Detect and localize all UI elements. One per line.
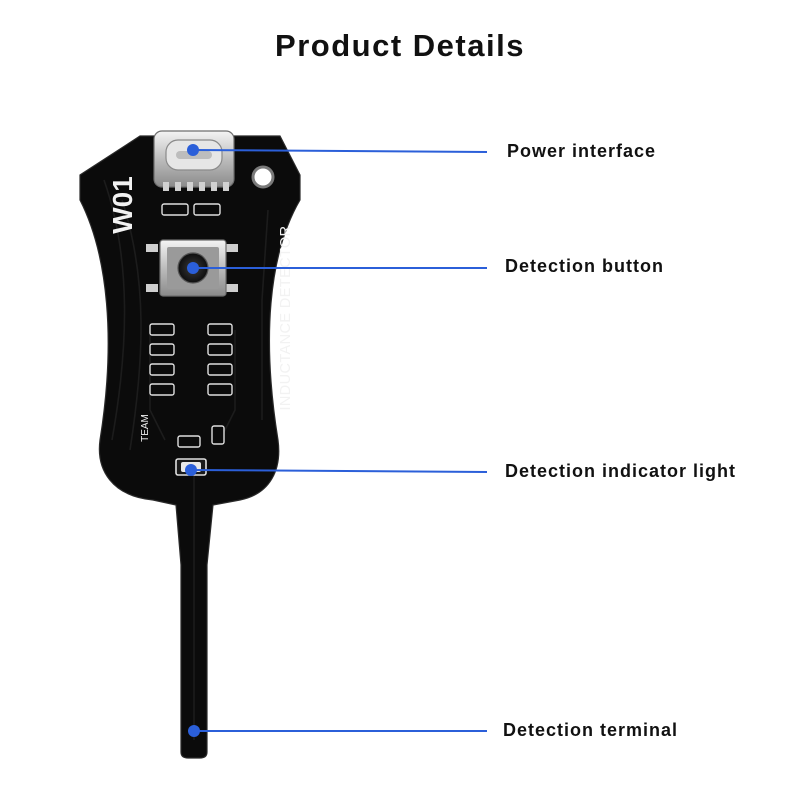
usb-c-connector — [153, 130, 235, 191]
board-team-text: TEAM — [140, 414, 151, 442]
mounting-hole — [251, 165, 275, 189]
board-model-text: W01 — [107, 176, 138, 234]
leader-dot-power — [187, 144, 199, 156]
leader-lines — [190, 149, 488, 732]
callout-label-detection-terminal: Detection terminal — [503, 720, 679, 740]
pcb-traces — [103, 179, 269, 740]
smd-components-middle — [149, 323, 233, 448]
leader-dot-button — [187, 262, 199, 274]
leader-line-indicator — [190, 469, 488, 473]
smd-components-top — [161, 203, 221, 216]
leader-dots — [185, 144, 200, 737]
page-title: Product Details — [275, 28, 525, 63]
callout-label-detection-button: Detection button — [505, 256, 664, 276]
leader-dot-indicator — [185, 464, 197, 476]
callout-label-detection-indicator-light: Detection indicator light — [505, 461, 737, 481]
callout-label-power-interface: Power interface — [507, 141, 657, 161]
board-product-text: INDUCTANCE DETECTOR — [278, 225, 294, 410]
leader-line-power — [192, 149, 488, 153]
leader-dot-terminal — [188, 725, 200, 737]
